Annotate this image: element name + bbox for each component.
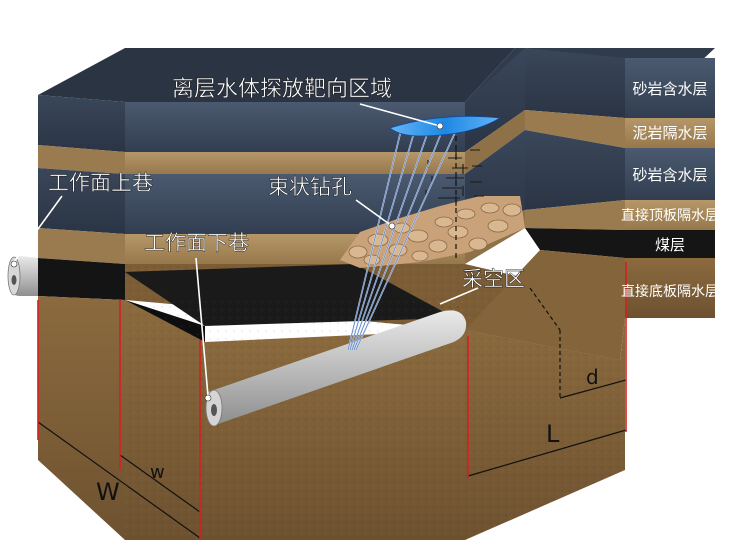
upper-roadway-marker-dot [10, 260, 18, 268]
dim-label-w: w [150, 462, 165, 483]
lower-roadway-tube [205, 310, 467, 427]
right-col-sandstone-1 [625, 58, 715, 118]
right-side-floor [465, 250, 625, 360]
left-face-mudstone [38, 145, 125, 174]
inner-wall-mudstone [465, 110, 525, 174]
dimension-lines [37, 287, 627, 539]
label-bundle-drill: 束状钻孔 [268, 175, 352, 199]
drill-marker-dot [388, 222, 396, 230]
right-side-mudstone [525, 110, 625, 148]
right-side-sandstone-2 [525, 130, 625, 210]
right-col-floor [625, 258, 715, 318]
dim-label-L: L [546, 420, 560, 448]
callout-leaders [13, 103, 479, 397]
dimension-ticks [37, 262, 627, 540]
stratum-label-4: 直接顶板隔水层 [621, 207, 719, 224]
lower-roadway-marker-dot [204, 394, 212, 402]
target-zone-lens [389, 115, 502, 137]
label-target-zone: 离层水体探放靶向区域 [172, 77, 392, 102]
back-face-mudstone [125, 152, 465, 174]
right-col-mudstone [625, 118, 715, 148]
left-face-floor [38, 296, 125, 540]
right-col-coal [625, 230, 715, 258]
left-face-sandstone-1 [38, 95, 125, 152]
block-top-surface [38, 48, 515, 102]
dim-label-W: W [96, 478, 120, 506]
stratum-label-5: 煤层 [655, 236, 685, 254]
left-face-sandstone-2 [38, 168, 125, 234]
stratum-label-1: 砂岩含水层 [632, 80, 707, 98]
stratum-label-6: 直接底板隔水层 [621, 283, 719, 300]
right-side-sandstone-1 [525, 48, 625, 118]
right-side-coal [525, 228, 625, 258]
label-goaf: 采空区 [462, 267, 525, 291]
label-upper-roadway: 工作面上巷 [48, 171, 153, 195]
stratum-label-3: 砂岩含水层 [632, 166, 707, 184]
upper-roadway-tube [7, 256, 38, 296]
right-side-roof [525, 200, 625, 230]
left-face-coal [38, 258, 125, 300]
target-marker-dot [436, 122, 444, 130]
bundle-drill-holes-core [347, 125, 459, 351]
right-col-sandstone-2 [625, 148, 715, 200]
label-lower-roadway: 工作面下巷 [144, 231, 249, 255]
stratum-label-2: 泥岩隔水层 [632, 124, 707, 142]
dim-label-d: d [586, 365, 599, 389]
left-face-roof [38, 228, 125, 264]
front-right-floor-noise [465, 318, 625, 540]
right-col-roof [625, 200, 715, 230]
